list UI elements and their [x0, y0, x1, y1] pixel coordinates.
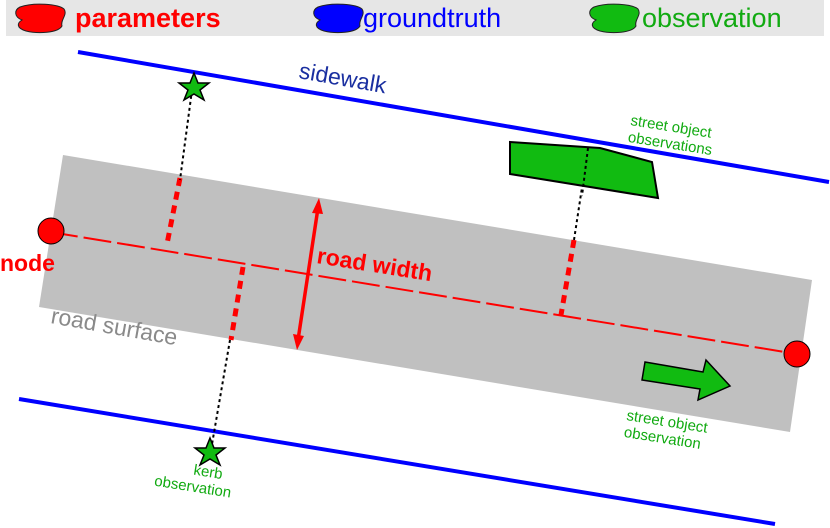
legend-observation-label: observation: [642, 3, 782, 33]
road-width-arrowhead-bottom-icon: [293, 334, 304, 350]
kerb-top-connector: [179, 89, 193, 181]
observation-swatch-icon: [589, 3, 640, 34]
kerb-observation-star-bottom-icon: [192, 435, 228, 467]
street-object-arrow-icon: [641, 358, 732, 402]
sidewalk-line-top: [77, 50, 830, 184]
road-width-arrowhead-top-icon: [312, 198, 323, 214]
road-centerline: [49, 231, 798, 355]
object-offset-parameter: [558, 239, 577, 316]
legend-parameters-label: parameters: [75, 3, 221, 33]
kerb-bottom-connector: [210, 339, 231, 451]
street-object-observation-shape: [509, 140, 660, 200]
node-start: [37, 217, 65, 245]
road-width-arrow-shaft: [296, 207, 320, 341]
groundtruth-swatch-icon: [313, 3, 364, 34]
legend-groundtruth-label: groundtruth: [363, 3, 501, 33]
kerb-offset-top-parameter: [164, 177, 183, 245]
street-object-observations-label: street object observations: [627, 112, 714, 159]
kerb-offset-bottom-parameter: [228, 266, 246, 341]
kerb-observation-star-top-icon: [176, 70, 212, 102]
parameters-swatch-icon: [15, 3, 66, 34]
node-end: [783, 340, 811, 368]
object-centerline: [581, 147, 589, 197]
node-label: node: [0, 250, 55, 276]
legend-background: [6, 0, 824, 36]
sidewalk-line-bottom: [18, 397, 776, 526]
kerb-observation-line1: kerb: [192, 462, 223, 483]
kerb-observation-label: kerb observation: [153, 462, 232, 502]
